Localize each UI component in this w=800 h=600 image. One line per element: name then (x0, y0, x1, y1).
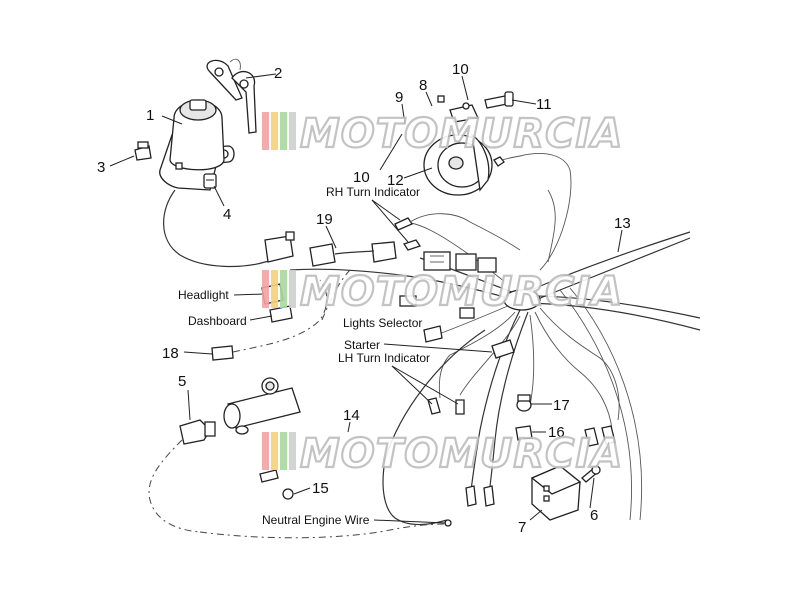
callout-11: 11 (536, 96, 552, 113)
connector-19 (309, 241, 397, 267)
callout-12: 12 (387, 172, 404, 189)
watermark-stripe (262, 270, 269, 308)
label-rh-turn-indicator: RH Turn Indicator (326, 185, 420, 199)
switch-16 (515, 425, 533, 441)
watermark-stripe (289, 270, 296, 308)
watermark-stripe (280, 112, 287, 150)
dashboard-connector (269, 305, 293, 323)
main-wiring-harness (289, 153, 701, 526)
callouts: 1 2 3 4 5 6 7 8 9 10 10 11 12 13 14 15 1… (97, 61, 631, 536)
right-branch-connector-b (601, 425, 616, 445)
small-clip (259, 469, 279, 483)
callout-13: 13 (614, 215, 631, 232)
rh-turn-connectors (394, 213, 521, 251)
switch-17 (516, 394, 532, 412)
ignition-switch (159, 99, 235, 191)
callout-10-top: 10 (452, 61, 469, 78)
washer-15 (282, 488, 294, 500)
lights-selector-connectors (399, 251, 497, 319)
watermark-stripe (289, 112, 296, 150)
screw-6 (581, 465, 601, 483)
watermark-stripe (271, 432, 278, 470)
horn-nut (493, 156, 505, 167)
lower-branch-connector-a (465, 485, 477, 507)
callout-2: 2 (274, 65, 282, 82)
label-starter: Starter (344, 338, 380, 352)
callout-14: 14 (343, 407, 360, 424)
watermark-stripe (289, 432, 296, 470)
ignition-cable (163, 189, 283, 268)
relay-7 (530, 465, 582, 521)
watermark-text: MOTOMURCIA (300, 111, 623, 157)
ignition-keys (206, 58, 257, 134)
starter-connector (491, 339, 515, 359)
callout-1: 1 (146, 107, 154, 124)
callout-8: 8 (419, 77, 427, 94)
screw-11 (484, 91, 514, 109)
callout-9: 9 (395, 89, 403, 106)
label-neutral-engine-wire: Neutral Engine Wire (262, 513, 370, 527)
neutral-sensor (148, 419, 216, 533)
watermark-stripe (262, 112, 269, 150)
watermark-stripe (280, 270, 287, 308)
label-headlight: Headlight (178, 288, 229, 302)
callout-6: 6 (590, 507, 598, 524)
label-dashboard: Dashboard (188, 314, 247, 328)
callout-5: 5 (178, 373, 186, 390)
callout-4: 4 (223, 206, 231, 223)
selector-dashed-wire (321, 269, 351, 321)
watermark-text: MOTOMURCIA (300, 431, 623, 477)
leader-lines (109, 73, 623, 524)
labels: RH Turn Indicator Headlight Dashboard Li… (178, 185, 430, 527)
label-lights-selector: Lights Selector (343, 316, 422, 330)
watermark-middle: MOTOMURCIA (262, 268, 623, 316)
neutral-wire (199, 523, 448, 539)
callout-10-mid: 10 (353, 169, 370, 186)
screw-3 (134, 141, 152, 161)
right-branch-connector-a (584, 427, 599, 447)
callout-15: 15 (312, 480, 329, 497)
ignition-connector (264, 235, 294, 263)
callout-18: 18 (162, 345, 179, 362)
callout-19: 19 (316, 211, 333, 228)
lower-branch-connector-b (483, 485, 495, 507)
lh-turn-connectors (423, 325, 465, 415)
screw-4 (203, 173, 217, 189)
label-lh-turn-indicator: LH Turn Indicator (338, 351, 430, 365)
watermark-stripe (280, 432, 287, 470)
callout-7: 7 (518, 519, 526, 536)
horn-washer (437, 95, 445, 103)
horn (423, 102, 493, 196)
watermark-stripe (262, 432, 269, 470)
watermark-stripe (271, 112, 278, 150)
watermark-stripe (271, 270, 278, 308)
watermark-bottom: MOTOMURCIA (262, 430, 623, 478)
starter-motor (223, 377, 301, 435)
callout-17: 17 (553, 397, 570, 414)
watermark-text: MOTOMURCIA (300, 269, 623, 315)
watermark-top: MOTOMURCIA (262, 110, 623, 158)
connector-18 (211, 279, 328, 361)
callout-3: 3 (97, 159, 105, 176)
callout-16: 16 (548, 424, 565, 441)
